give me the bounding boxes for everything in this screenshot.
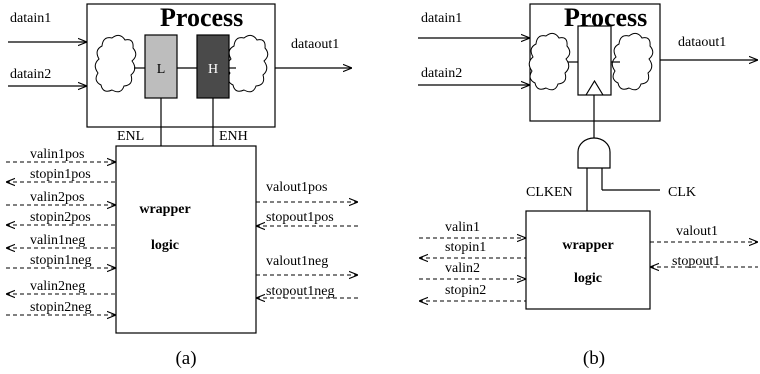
wrapper-label-b: wrapper — [562, 238, 613, 253]
signal-label: valout1pos — [266, 180, 327, 195]
signal-label: stopout1pos — [266, 210, 334, 225]
enh-label: ENH — [219, 129, 248, 144]
logic-cloud-left-b — [528, 32, 571, 91]
signal-label: valin2pos — [30, 190, 84, 205]
caption-b: (b) — [583, 348, 605, 369]
caption-a: (a) — [175, 348, 196, 369]
left-signals-a: valin1pos stopin1pos valin2pos stopin2po… — [6, 147, 116, 315]
logic-cloud-right-a — [226, 34, 269, 93]
signal-label: valout1neg — [266, 254, 328, 269]
panel-a: Process datain1 datain2 dataout1 L H ENL… — [6, 3, 358, 369]
datain1-label-a: datain1 — [10, 11, 51, 26]
signal-label: valin2 — [445, 261, 480, 276]
clock-triangle-icon — [585, 79, 604, 96]
logic-label-a: logic — [151, 238, 179, 253]
signal-label: valin1pos — [30, 147, 84, 162]
latch-high-label: H — [208, 62, 218, 77]
clk-label: CLK — [668, 185, 696, 200]
signal-label: stopout1 — [672, 254, 720, 269]
panel-b: Process datain1 datain2 dataout1 CLKEN C… — [418, 3, 758, 369]
clken-label: CLKEN — [526, 185, 573, 200]
right-signals-b: valout1 stopout1 — [650, 224, 758, 269]
datain2-label-a: datain2 — [10, 67, 51, 82]
latch-low — [144, 34, 178, 99]
and-gate-icon — [577, 137, 611, 169]
signal-label: stopin1 — [445, 240, 486, 255]
signal-label: stopin2pos — [30, 210, 91, 225]
logic-cloud-left-a — [94, 34, 137, 93]
signal-label: stopin2neg — [30, 300, 91, 315]
wrapper-label-a: wrapper — [139, 202, 190, 217]
wrapper-box-a — [115, 145, 257, 334]
signal-label: valin1 — [445, 220, 480, 235]
signal-label: stopout1neg — [266, 284, 334, 299]
signal-label: valout1 — [676, 224, 718, 239]
datain2-label-b: datain2 — [421, 66, 462, 81]
flip-flop-register — [577, 25, 612, 96]
enl-label: ENL — [117, 129, 144, 144]
latch-low-label: L — [157, 62, 166, 77]
dataout1-label-a: dataout1 — [291, 37, 339, 52]
signal-label: valin2neg — [30, 279, 85, 294]
right-signals-a: valout1pos stopout1pos valout1neg stopou… — [256, 180, 358, 299]
signal-label: valin1neg — [30, 233, 85, 248]
logic-cloud-right-b — [611, 32, 654, 91]
signal-label: stopin1neg — [30, 253, 91, 268]
datain1-label-b: datain1 — [421, 11, 462, 26]
left-signals-b: valin1 stopin1 valin2 stopin2 — [419, 220, 526, 301]
signal-label: stopin2 — [445, 283, 486, 298]
signal-label: stopin1pos — [30, 167, 91, 182]
wrapper-box-b — [525, 210, 651, 310]
dataout1-label-b: dataout1 — [678, 35, 726, 50]
process-title-a: Process — [160, 3, 243, 32]
logic-label-b: logic — [574, 271, 602, 286]
